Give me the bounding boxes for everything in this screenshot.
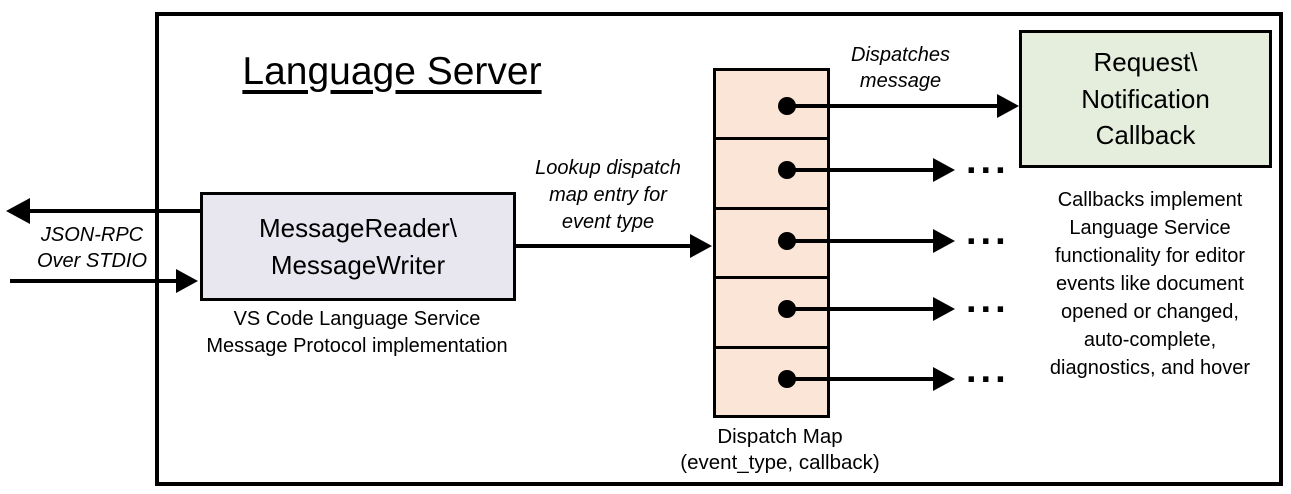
dispatch-arrowhead-icon-5 — [933, 367, 955, 391]
dispatch-map-caption-line1: Dispatch Map — [717, 425, 843, 448]
dispatch-map — [713, 68, 830, 418]
diagram-title: Language Server — [242, 50, 542, 93]
jsonrpc-stdio-label: JSON-RPC Over STDIO — [18, 222, 166, 274]
note-line: Callbacks implement — [1057, 189, 1243, 211]
ellipsis-text: ... — [966, 211, 1010, 253]
dispatch-map-cell — [716, 209, 827, 280]
request-notification-callback-box: Request\ Notification Callback — [1019, 30, 1272, 168]
dispatch-map-cell — [716, 279, 827, 349]
note-line: diagnostics, and hover — [1049, 357, 1251, 379]
lookup-label-line1: Lookup dispatch — [535, 157, 681, 179]
lookup-label-line2: map entry for — [549, 184, 667, 206]
dispatch-arrow-line-4 — [787, 307, 935, 311]
callbacks-note: Callbacks implement Language Service fun… — [1020, 186, 1280, 382]
dispatch-arrowhead-icon-2 — [933, 158, 955, 182]
dispatch-map-caption: Dispatch Map (event_type, callback) — [650, 424, 910, 476]
reader-box-caption: VS Code Language Service Message Protoco… — [197, 306, 517, 360]
dispatch-arrow-line-2 — [787, 168, 935, 172]
dispatch-arrow-line-5 — [787, 377, 935, 381]
dispatches-label-line2: message — [859, 70, 942, 92]
dispatch-arrow-line-1 — [787, 104, 999, 108]
ellipsis-text: ... — [966, 279, 1010, 321]
stdin-arrow-line — [10, 279, 178, 283]
dispatch-map-cell — [716, 140, 827, 210]
note-line: Language Service — [1069, 217, 1231, 239]
note-line: functionality for editor — [1054, 245, 1246, 267]
stdin-arrowhead-right-icon — [176, 269, 198, 293]
callback-box-line2: Notification — [1081, 83, 1210, 114]
dispatch-arrow-line-3 — [787, 239, 935, 243]
message-reader-writer-box: MessageReader\ MessageWriter — [200, 192, 516, 301]
ellipsis-text: ... — [966, 349, 1010, 391]
lookup-arrowhead-right-icon — [690, 234, 712, 258]
reader-box-line1: MessageReader\ — [259, 212, 457, 243]
dispatch-map-cell — [716, 348, 827, 416]
stdout-arrow-line — [26, 209, 200, 213]
jsonrpc-label-line2: Over STDIO — [36, 250, 147, 272]
ellipsis-text: ... — [966, 140, 1010, 182]
callback-box-line3: Callback — [1095, 120, 1196, 151]
note-line: auto-complete, — [1083, 329, 1217, 351]
lookup-dispatch-label: Lookup dispatch map entry for event type — [518, 155, 698, 236]
lookup-label-line3: event type — [561, 211, 655, 233]
jsonrpc-label-line1: JSON-RPC — [40, 224, 144, 246]
dispatch-arrowhead-icon-1 — [997, 94, 1019, 118]
dispatches-message-label: Dispatches message — [833, 42, 968, 94]
reader-box-line2: MessageWriter — [270, 249, 446, 280]
dispatch-map-caption-line2: (event_type, callback) — [680, 451, 880, 474]
dispatch-arrowhead-icon-3 — [933, 229, 955, 253]
dispatches-label-line1: Dispatches — [851, 44, 950, 66]
note-line: events like document — [1056, 273, 1244, 295]
dispatch-arrowhead-icon-4 — [933, 297, 955, 321]
callback-box-line1: Request\ — [1093, 47, 1198, 78]
stdout-arrowhead-left-icon — [6, 198, 30, 224]
reader-caption-line1: VS Code Language Service — [233, 308, 481, 330]
reader-caption-line2: Message Protocol implementation — [206, 335, 508, 357]
note-line: opened or changed, — [1061, 301, 1239, 323]
lookup-arrow-line — [515, 244, 691, 248]
